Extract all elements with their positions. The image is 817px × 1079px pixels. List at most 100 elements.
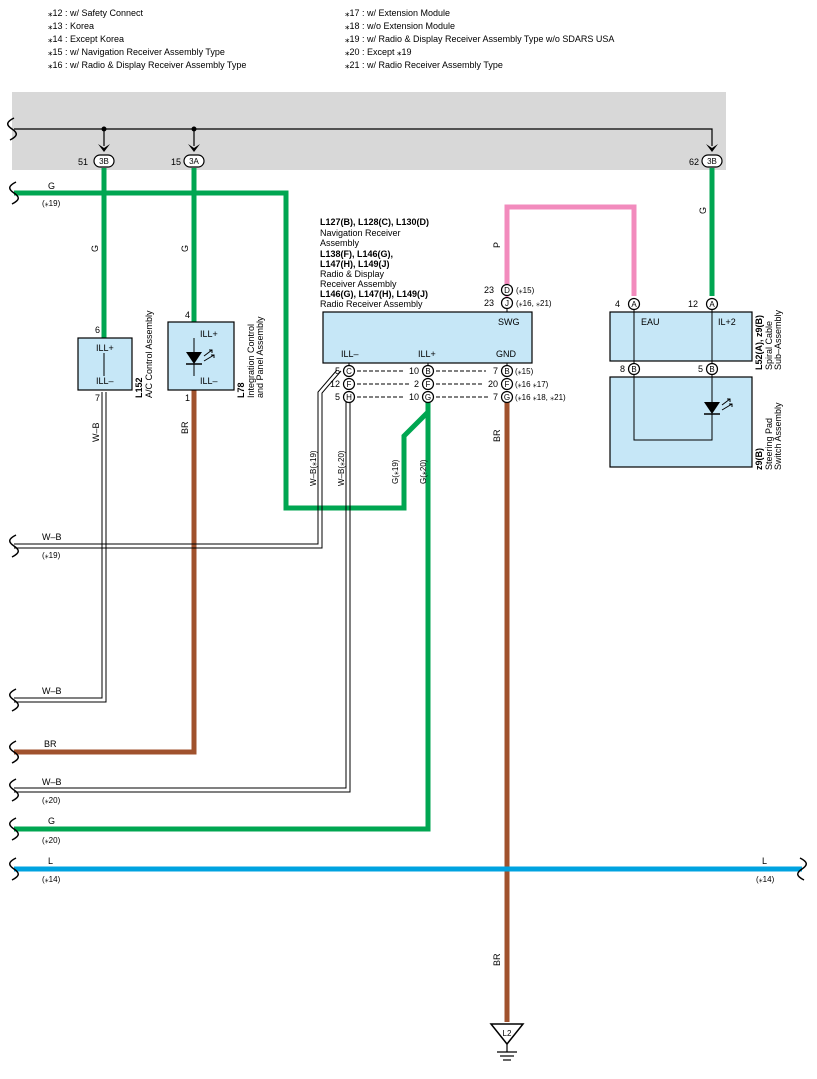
svg-text:(⁎15): (⁎15) [515,367,534,376]
label-note19-mid: (⁎19) [42,551,61,560]
pin-15: 15 [171,157,181,167]
receiver-title-4: L138(F), L146(G), [320,249,393,259]
conn-3b-right: 3B [707,157,717,166]
svg-text:5: 5 [335,392,340,402]
spiral-code: L52(A), z9(B) [754,315,764,370]
steering-name1: Steering Pad [764,418,774,470]
receiver-row-1: 5 C 10 B 7 B (⁎15) [335,364,534,378]
spiral-eau: EAU [641,317,660,327]
note-19: ⁎19 : w/ Radio & Display Receiver Assemb… [345,34,614,44]
note-18: ⁎18 : w/o Extension Module [345,21,455,31]
wire-brown-l78 [14,390,197,755]
junction-bus-line [14,128,713,146]
label-p: P [492,242,502,248]
l78-integration-control: 4 1 ILL+ ILL– L78 Integration Control an… [167,310,265,403]
notes-left: ⁎12 : w/ Safety Connect ⁎13 : Korea ⁎14 … [48,8,246,70]
label-l-left: L [48,856,53,866]
swg-note-15: (⁎15) [516,286,535,295]
note-12: ⁎12 : w/ Safety Connect [48,8,144,18]
wire-green-19 [14,190,430,511]
receiver-title-7: Receiver Assembly [320,279,397,289]
receiver-title-1: L127(B), L128(C), L130(D) [320,217,429,227]
swg-conn-j: J [505,299,509,308]
spiral-pin-8: 8 [620,364,625,374]
spiral-conn-a-il: A [709,300,715,309]
pin-62: 62 [689,157,699,167]
spiral-il2: IL+2 [718,317,736,327]
label-g19: G(⁎19) [391,459,400,484]
label-wb20: W–B(⁎20) [337,450,346,486]
l152-name: A/C Control Assembly [144,310,154,398]
swg-conn-d: D [504,286,510,295]
note-16: ⁎16 : w/ Radio & Display Receiver Assemb… [48,60,246,70]
ground-l2: L2 [489,1023,525,1061]
svg-text:(⁎16 ⁎18, ⁎21): (⁎16 ⁎18, ⁎21) [515,393,566,402]
label-note14-right: (⁎14) [756,875,775,884]
arrow-62-icon [706,144,718,152]
receiver-swg: SWG [498,317,520,327]
label-wb-left: W–B [42,686,62,696]
svg-text:F: F [426,380,431,389]
label-g-62: G [698,207,708,214]
spiral-conn-a-eau: A [631,300,637,309]
junction-conn-51: 51 3B [78,154,115,168]
wire-green-20 [14,402,431,832]
label-g-bottom: G [48,816,55,826]
svg-text:7: 7 [493,392,498,402]
spiral-name2: Sub–Assembly [773,309,783,370]
break-mark-bus [7,117,17,141]
ground-label: L2 [503,1029,512,1038]
label-wb-l152: W–B [91,422,101,442]
svg-text:20: 20 [488,379,498,389]
wire-wb-l152 [14,392,107,703]
wire-wb-20 [14,400,351,793]
l78-code: L78 [236,382,246,398]
label-br-left: BR [44,739,57,749]
svg-text:F: F [347,380,352,389]
receiver-row-3: 5 H 10 G 7 G (⁎16 ⁎18, ⁎21) [335,390,566,404]
arrow-51-icon [98,144,110,152]
receiver-assembly: L127(B), L128(C), L130(D) Navigation Rec… [320,217,566,404]
swg-note-16-21: (⁎16, ⁎21) [516,299,552,308]
steering-code: z9(B) [754,448,764,470]
svg-text:(⁎16 ⁎17): (⁎16 ⁎17) [515,380,549,389]
spiral-pin-4: 4 [615,299,620,309]
spiral-cable: 4 A 12 A EAU IL+2 8 B 5 B L52(A), z9(B) … [609,297,783,376]
receiver-ill-plus: ILL+ [418,349,436,359]
note-21: ⁎21 : w/ Radio Receiver Assembly Type [345,60,503,70]
l152-ill-plus: ILL+ [96,343,114,353]
break-marks-left [9,181,807,881]
label-g-15: G [180,245,190,252]
label-wb-left-20: W–B [42,777,62,787]
svg-text:B: B [425,367,430,376]
label-wb-left-19: W–B [42,532,62,542]
l152-pin-7: 7 [95,393,100,403]
receiver-title-5: L147(H), L149(J) [320,259,390,269]
steering-pad-switch: z9(B) Steering Pad Switch Assembly [609,375,783,470]
svg-text:G: G [504,393,510,402]
receiver-title-2: Navigation Receiver [320,228,401,238]
svg-text:2: 2 [414,379,419,389]
note-14: ⁎14 : Except Korea [48,34,124,44]
junction-conn-62: 62 3B [689,154,723,168]
note-20: ⁎20 : Except ⁎19 [345,47,412,57]
receiver-title-8: L146(G), L147(H), L149(J) [320,289,428,299]
arrow-15-icon [188,144,200,152]
swg-pin-23-d: 23 [484,285,494,295]
receiver-title-6: Radio & Display [320,269,385,279]
spiral-name1: Spiral Cable [764,321,774,370]
wire-pink [504,204,637,296]
receiver-ill-minus: ILL– [341,349,359,359]
label-br-l78: BR [180,421,190,434]
conn-3a: 3A [189,157,199,166]
l78-name2: and Panel Assembly [255,316,265,398]
conn-3b: 3B [99,157,109,166]
receiver-title: L127(B), L128(C), L130(D) Navigation Rec… [320,217,429,309]
spiral-pin-5: 5 [698,364,703,374]
note-17: ⁎17 : w/ Extension Module [345,8,450,18]
swg-pin-23-j: 23 [484,298,494,308]
svg-text:B: B [504,367,509,376]
notes-right: ⁎17 : w/ Extension Module ⁎18 : w/o Exte… [345,8,614,70]
steering-led-icon [704,402,720,414]
